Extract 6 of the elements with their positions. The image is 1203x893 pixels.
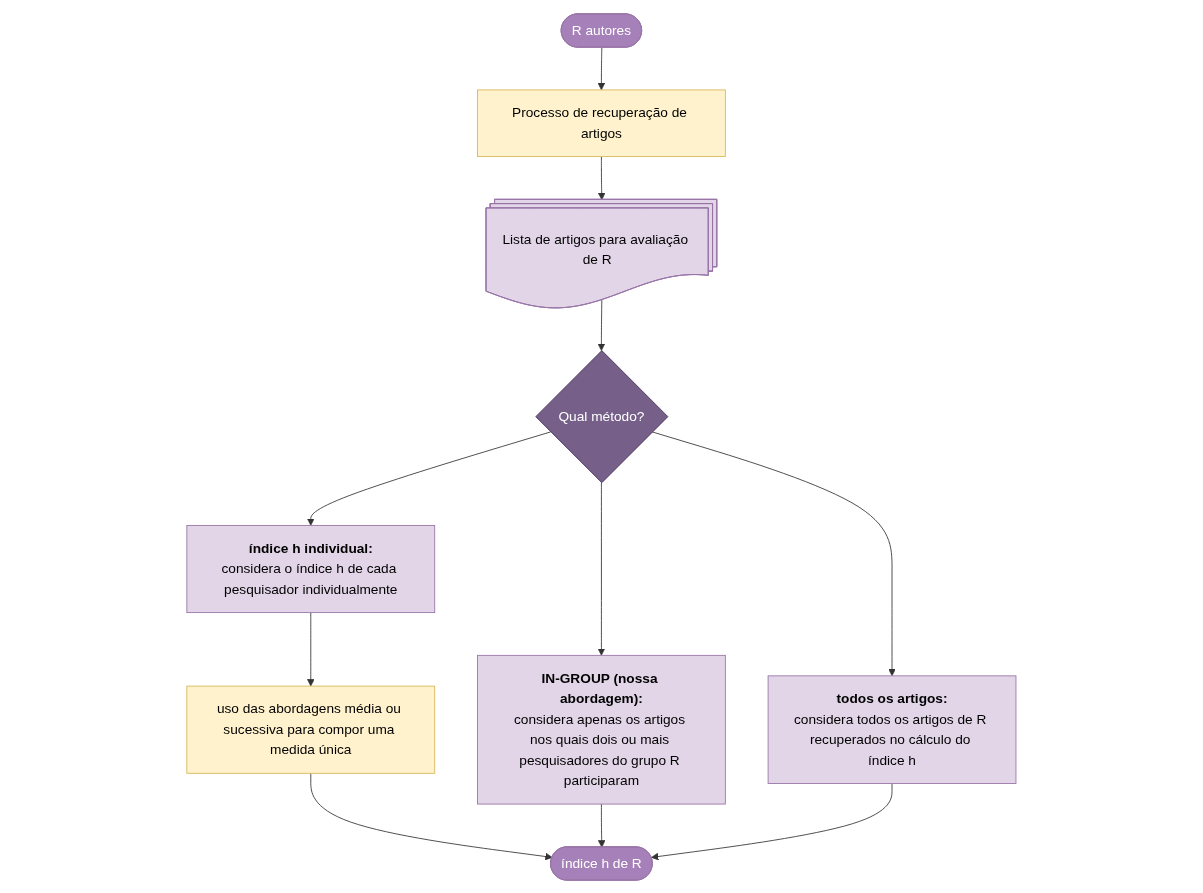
node-box: Processo de recuperação de artigos: [477, 89, 726, 157]
node-box: índice h individual: considera o índice h de cada pesquisador individualmente: [186, 524, 436, 613]
node-box: todos os artigos: considera todos os artigos de R recuperados no cálculo do índice h: [767, 674, 1017, 784]
node-diamond: Qual método?: [535, 349, 669, 483]
node-box: uso das abordagens média ou sucessiva para compor uma medida única: [186, 685, 436, 774]
node-box: IN-GROUP (nossa abordagem): considera apenas os artigos nos quais dois ou mais pesquisadores do grupo R participaram: [477, 654, 726, 804]
